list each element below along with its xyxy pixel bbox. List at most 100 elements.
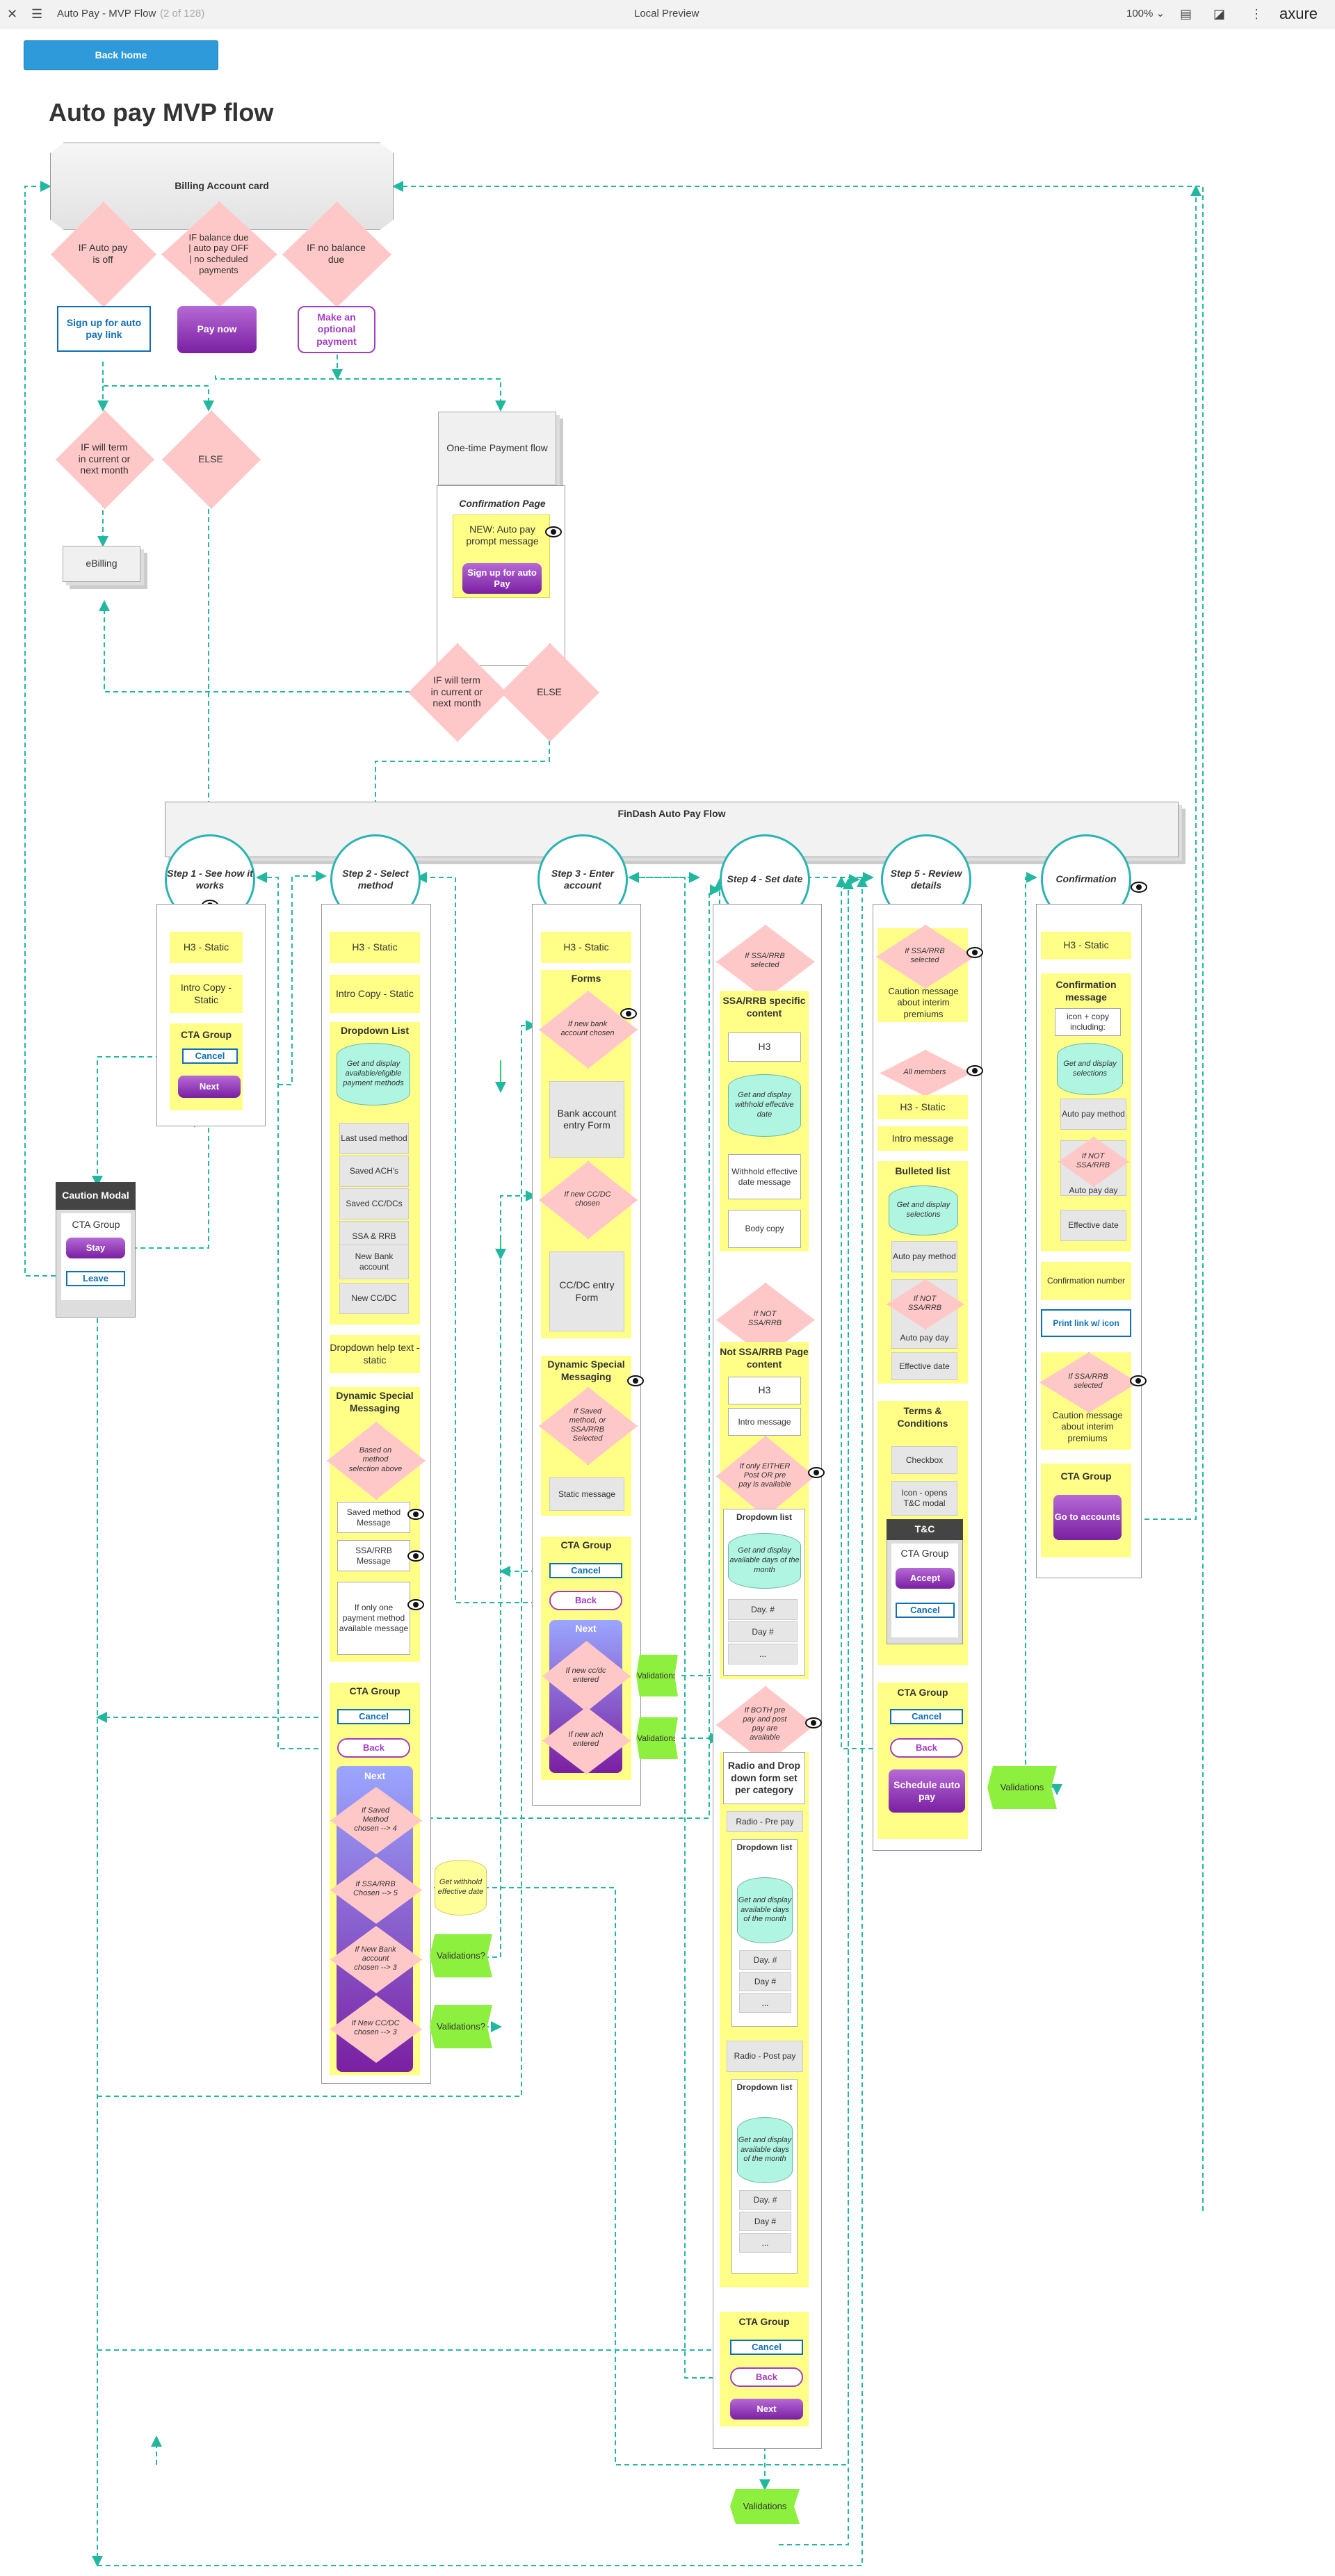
confirm-autopay-day: Auto pay day: [1069, 1185, 1118, 1195]
get-payment-methods: Get and display available/eligible payme…: [337, 1043, 410, 1105]
modal-leave-button[interactable]: Leave: [66, 1271, 125, 1286]
axure-logo: axure: [1279, 5, 1318, 22]
tc-cancel-button[interactable]: Cancel: [896, 1603, 955, 1618]
schedule-autopay-button[interactable]: Schedule auto pay: [889, 1769, 965, 1813]
back-home-button[interactable]: Back home: [24, 40, 218, 70]
signup-autopay-button[interactable]: Sign up for auto Pay: [462, 563, 542, 594]
eye-icon: [1130, 1375, 1147, 1386]
confirm-caution-message: Caution message about interim premiums: [1052, 1410, 1123, 1443]
if-balance-due-decision: IF balance due | auto pay OFF | no sched…: [161, 202, 277, 307]
get-withhold-date-4: Get and display withhold effective date: [728, 1074, 801, 1137]
tc-checkbox[interactable]: Checkbox: [891, 1446, 957, 1474]
if-either-decision: If only EITHER Post OR pre pay is availa…: [716, 1436, 815, 1517]
else-decision: ELSE: [162, 410, 261, 509]
if-not-ssa-decision-c: If NOT SSA/RRB: [1058, 1137, 1129, 1187]
validations-flag: Validations: [730, 2489, 800, 2524]
if-both-decision: If BOTH pre pay and post pay are availab…: [716, 1686, 815, 1764]
new-prompt-message: NEW: Auto pay prompt message: [466, 523, 539, 547]
confirmation-page-title: Confirmation Page: [459, 498, 546, 510]
findash-flow-banner: FinDash Auto Pay Flow: [165, 802, 1179, 857]
autopay-method: Auto pay method: [891, 1241, 957, 1272]
day-option[interactable]: Day #: [728, 1621, 798, 1642]
go-to-accounts-button[interactable]: Go to accounts: [1053, 1495, 1122, 1540]
zoom-select[interactable]: 100% ⌄: [1126, 0, 1165, 28]
step3-h3: H3 - Static: [541, 932, 631, 963]
option-saved-ccdc[interactable]: Saved CC/DCs: [339, 1188, 409, 1220]
day-option[interactable]: ...: [739, 2233, 791, 2253]
day-option[interactable]: Day. #: [739, 2190, 791, 2210]
eye-icon: [620, 1008, 637, 1019]
step5-back-button[interactable]: Back: [890, 1738, 963, 1758]
tc-cta-group: CTA Group: [891, 1544, 958, 1637]
option-last-used[interactable]: Last used method: [339, 1123, 409, 1154]
confirm-h3: H3 - Static: [1041, 932, 1131, 959]
if-term-decision: IF will term in current or next month: [56, 410, 154, 509]
radio-dropdown-set-title: Radio and Drop down form set per categor…: [723, 1752, 805, 1804]
get-withhold-date: Get withhold effective date: [435, 1860, 487, 1915]
more-icon[interactable]: ⋮: [1250, 7, 1263, 21]
menu-icon[interactable]: ☰: [31, 7, 43, 21]
withhold-date-message: Withhold effective date message: [728, 1154, 801, 1199]
else-decision-2: ELSE: [501, 643, 599, 742]
if-autopay-off-decision: IF Auto pay is off: [51, 202, 156, 307]
step5-cta-group: CTA Group: [877, 1683, 968, 1839]
validations-flag: Validations?: [430, 2005, 492, 2048]
onetime-payment-flow: One-time Payment flow: [438, 412, 556, 485]
inspect-icon[interactable]: ◪: [1213, 7, 1226, 21]
if-saved-decision: If Saved method, or SSA/RRB Selected: [539, 1387, 638, 1465]
step1-cancel-button[interactable]: Cancel: [182, 1048, 238, 1064]
ssa-rrb-message: SSA/RRB Message: [337, 1540, 410, 1571]
eye-icon: [407, 1509, 424, 1520]
if-ssa-rrb-decision-c: If SSA/RRB selected: [1039, 1352, 1138, 1413]
get-days-postpay: Get and display available days of the mo…: [737, 2117, 793, 2183]
day-option[interactable]: Day #: [739, 2212, 791, 2231]
step4-next-button[interactable]: Next: [730, 2399, 803, 2420]
intro-message: Intro message: [728, 1408, 801, 1436]
step1-next-button[interactable]: Next: [178, 1076, 241, 1098]
tc-icon-link[interactable]: Icon - opens T&C modal: [891, 1481, 957, 1516]
option-new-ccdc[interactable]: New CC/DC: [339, 1283, 409, 1314]
modal-stay-button[interactable]: Stay: [66, 1238, 125, 1258]
confirm-effective-date: Effective date: [1060, 1210, 1126, 1241]
day-option[interactable]: Day. #: [728, 1599, 798, 1620]
single-method-message: If only one payment method available mes…: [337, 1582, 410, 1655]
eye-icon: [407, 1599, 424, 1610]
if-no-balance-decision: IF no balance due: [282, 202, 391, 307]
step3-back-button[interactable]: Back: [549, 1591, 622, 1610]
option-new-bank[interactable]: New Bank account: [339, 1245, 409, 1279]
step4-back-button[interactable]: Back: [730, 2367, 803, 2387]
eye-icon: [805, 1717, 822, 1728]
all-members-decision: All members: [880, 1050, 971, 1096]
step3-cancel-button[interactable]: Cancel: [549, 1563, 622, 1578]
preview-toolbar: ✕ ☰ Auto Pay - MVP Flow (2 of 128) Local…: [0, 0, 1335, 29]
print-link[interactable]: Print link w/ icon: [1041, 1309, 1131, 1337]
step2-back-button[interactable]: Back: [337, 1738, 410, 1758]
notes-icon[interactable]: ▤: [1180, 7, 1192, 21]
zoom-value: 100%: [1126, 8, 1154, 19]
optional-payment-link[interactable]: Make an optional payment: [298, 306, 375, 353]
step1-intro: Intro Copy - Static: [170, 975, 243, 1013]
body-copy: Body copy: [728, 1210, 801, 1248]
caution-modal-title: Caution Modal: [56, 1182, 136, 1210]
close-icon[interactable]: ✕: [7, 7, 18, 21]
validations-flag: Validations: [987, 1766, 1057, 1809]
option-saved-ach[interactable]: Saved ACH's: [339, 1156, 409, 1187]
day-option[interactable]: ...: [739, 1993, 791, 2013]
step4-cancel-button[interactable]: Cancel: [730, 2340, 803, 2355]
if-new-ccdc-entered: If new cc/dc entered: [542, 1641, 631, 1712]
if-not-ssa-decision-5: If NOT SSA/RRB: [887, 1279, 964, 1329]
radio-prepay[interactable]: Radio - Pre pay: [727, 1811, 803, 1832]
day-option[interactable]: Day #: [739, 1972, 791, 1991]
step5-cancel-button[interactable]: Cancel: [890, 1709, 963, 1724]
pay-now-button[interactable]: Pay now: [177, 306, 257, 353]
accept-button[interactable]: Accept: [896, 1568, 955, 1589]
signup-autopay-link[interactable]: Sign up for auto pay link: [57, 306, 151, 352]
day-option[interactable]: ...: [728, 1644, 798, 1664]
confirmation-number: Confirmation number: [1041, 1262, 1131, 1300]
get-selections: Get and display selections: [889, 1185, 958, 1236]
day-option[interactable]: Day. #: [739, 1950, 791, 1970]
get-selections-confirm: Get and display selections: [1057, 1043, 1123, 1095]
step2-intro: Intro Copy - Static: [330, 975, 420, 1013]
radio-postpay[interactable]: Radio - Post pay: [727, 2041, 803, 2072]
step2-cancel-button[interactable]: Cancel: [337, 1709, 410, 1724]
